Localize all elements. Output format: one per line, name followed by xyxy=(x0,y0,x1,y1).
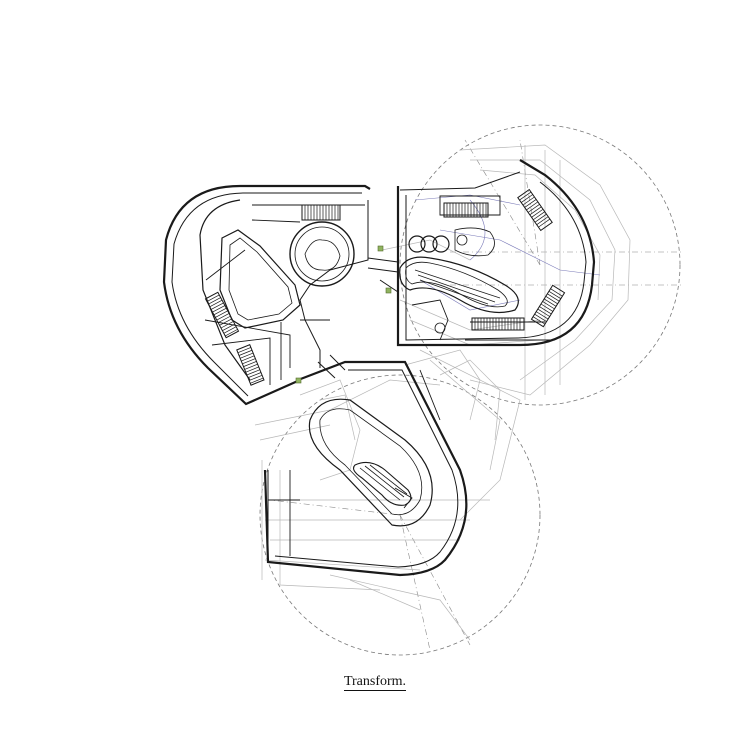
south-wing-ramp xyxy=(353,461,412,506)
link-corridors xyxy=(317,257,399,379)
south-wing-outer-wall xyxy=(263,360,468,577)
caption-text: Transform. xyxy=(343,674,407,691)
south-wing-inner-loop xyxy=(308,398,433,527)
east-wing-tank-1 xyxy=(408,235,426,253)
west-wing-stairs xyxy=(204,204,341,386)
west-wing-interior-room xyxy=(219,229,301,329)
south-wing xyxy=(263,360,468,577)
east-wing xyxy=(396,159,596,347)
connector-node-east xyxy=(385,287,392,294)
east-wing-tank-2 xyxy=(420,235,438,253)
east-wing-ramp xyxy=(399,256,519,313)
construction-circle-south xyxy=(259,374,541,656)
drawing-caption: Transform. xyxy=(0,674,750,691)
construction-circles xyxy=(259,124,681,656)
east-wing-stairs xyxy=(443,188,566,331)
west-wing-outer-wall xyxy=(162,184,371,406)
west-wing-round-room xyxy=(289,221,355,287)
west-wing xyxy=(162,184,371,406)
east-wing-outer-wall xyxy=(396,159,596,347)
east-wing-tank-3 xyxy=(432,235,450,253)
connection-nodes xyxy=(295,245,392,384)
connector-node-north xyxy=(377,245,384,252)
connector-node-south xyxy=(295,377,302,384)
construction-circle-east xyxy=(399,124,681,406)
accent-geometry xyxy=(414,194,601,311)
